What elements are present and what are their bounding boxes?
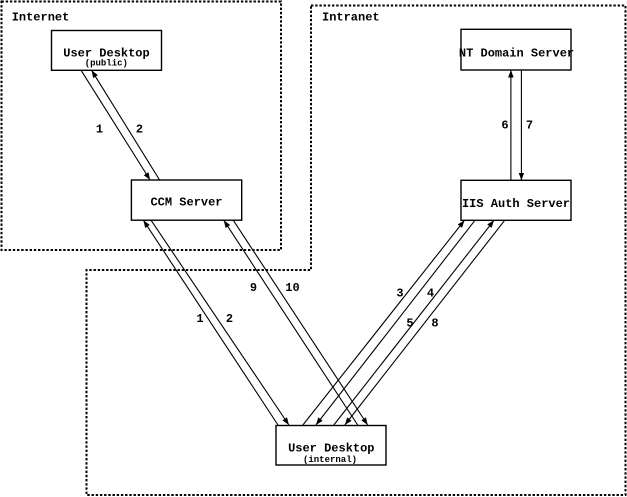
svg-text:(public): (public) <box>85 59 128 69</box>
svg-text:Intranet: Intranet <box>322 11 380 25</box>
svg-text:(internal): (internal) <box>303 455 357 465</box>
svg-text:10: 10 <box>285 281 299 295</box>
svg-text:6: 6 <box>501 119 508 133</box>
svg-text:1: 1 <box>96 122 103 136</box>
svg-text:CCM Server: CCM Server <box>150 196 222 210</box>
svg-text:IIS Auth Server: IIS Auth Server <box>462 197 570 211</box>
svg-text:3: 3 <box>396 287 403 301</box>
svg-text:NT Domain Server: NT Domain Server <box>459 47 574 61</box>
svg-text:Internet: Internet <box>12 11 70 25</box>
svg-text:8: 8 <box>431 317 438 331</box>
svg-text:2: 2 <box>226 312 233 326</box>
svg-text:4: 4 <box>427 287 434 301</box>
svg-text:User Desktop: User Desktop <box>288 442 374 456</box>
svg-text:9: 9 <box>250 281 257 295</box>
svg-text:1: 1 <box>196 312 203 326</box>
svg-text:User Desktop: User Desktop <box>63 47 149 61</box>
svg-text:7: 7 <box>526 119 533 133</box>
svg-text:5: 5 <box>406 317 413 331</box>
svg-text:2: 2 <box>136 122 143 136</box>
